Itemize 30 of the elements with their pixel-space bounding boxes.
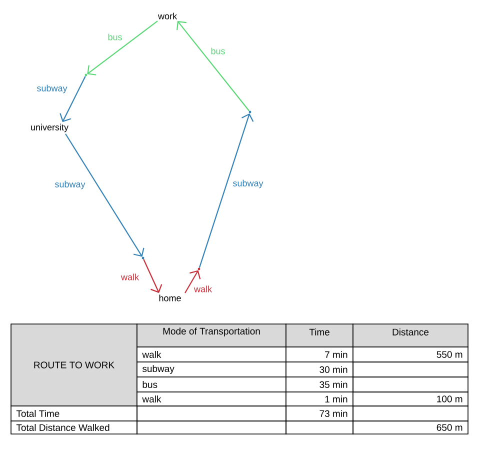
arrow <box>176 21 250 112</box>
table-cell: 35 min <box>286 376 354 392</box>
table-cell: 73 min <box>286 406 354 422</box>
table-cell: 1 min <box>286 392 354 406</box>
arrow <box>184 270 201 294</box>
arrow <box>198 113 254 268</box>
edge-label: subway <box>232 178 264 190</box>
header-cell: Time <box>286 324 354 348</box>
table-cell: 30 min <box>286 362 354 378</box>
edge-label: walk <box>120 272 140 282</box>
header-cell: ROUTE TO WORK <box>10 324 138 406</box>
header-cell: Distance <box>352 324 468 348</box>
location-label: university <box>31 124 68 132</box>
arrow <box>60 76 86 122</box>
arrow <box>65 134 144 257</box>
arrow <box>87 20 158 76</box>
edge-label: subway <box>36 84 68 94</box>
arrow <box>143 259 162 293</box>
table-cell: 650 m <box>352 420 468 434</box>
table-cell: Total Distance Walked <box>10 420 138 434</box>
table-cell: 550 m <box>352 346 468 362</box>
edge-label: bus <box>210 46 226 56</box>
table-cell: Total Time <box>10 406 138 422</box>
table-cell: 7 min <box>286 346 354 362</box>
edge-label: walk <box>193 284 213 294</box>
edge-label: bus <box>106 32 124 42</box>
location-label: home <box>159 294 181 302</box>
edge-label: subway <box>54 180 86 190</box>
location-label: work <box>158 12 178 20</box>
table-cell: 100 m <box>352 392 468 406</box>
